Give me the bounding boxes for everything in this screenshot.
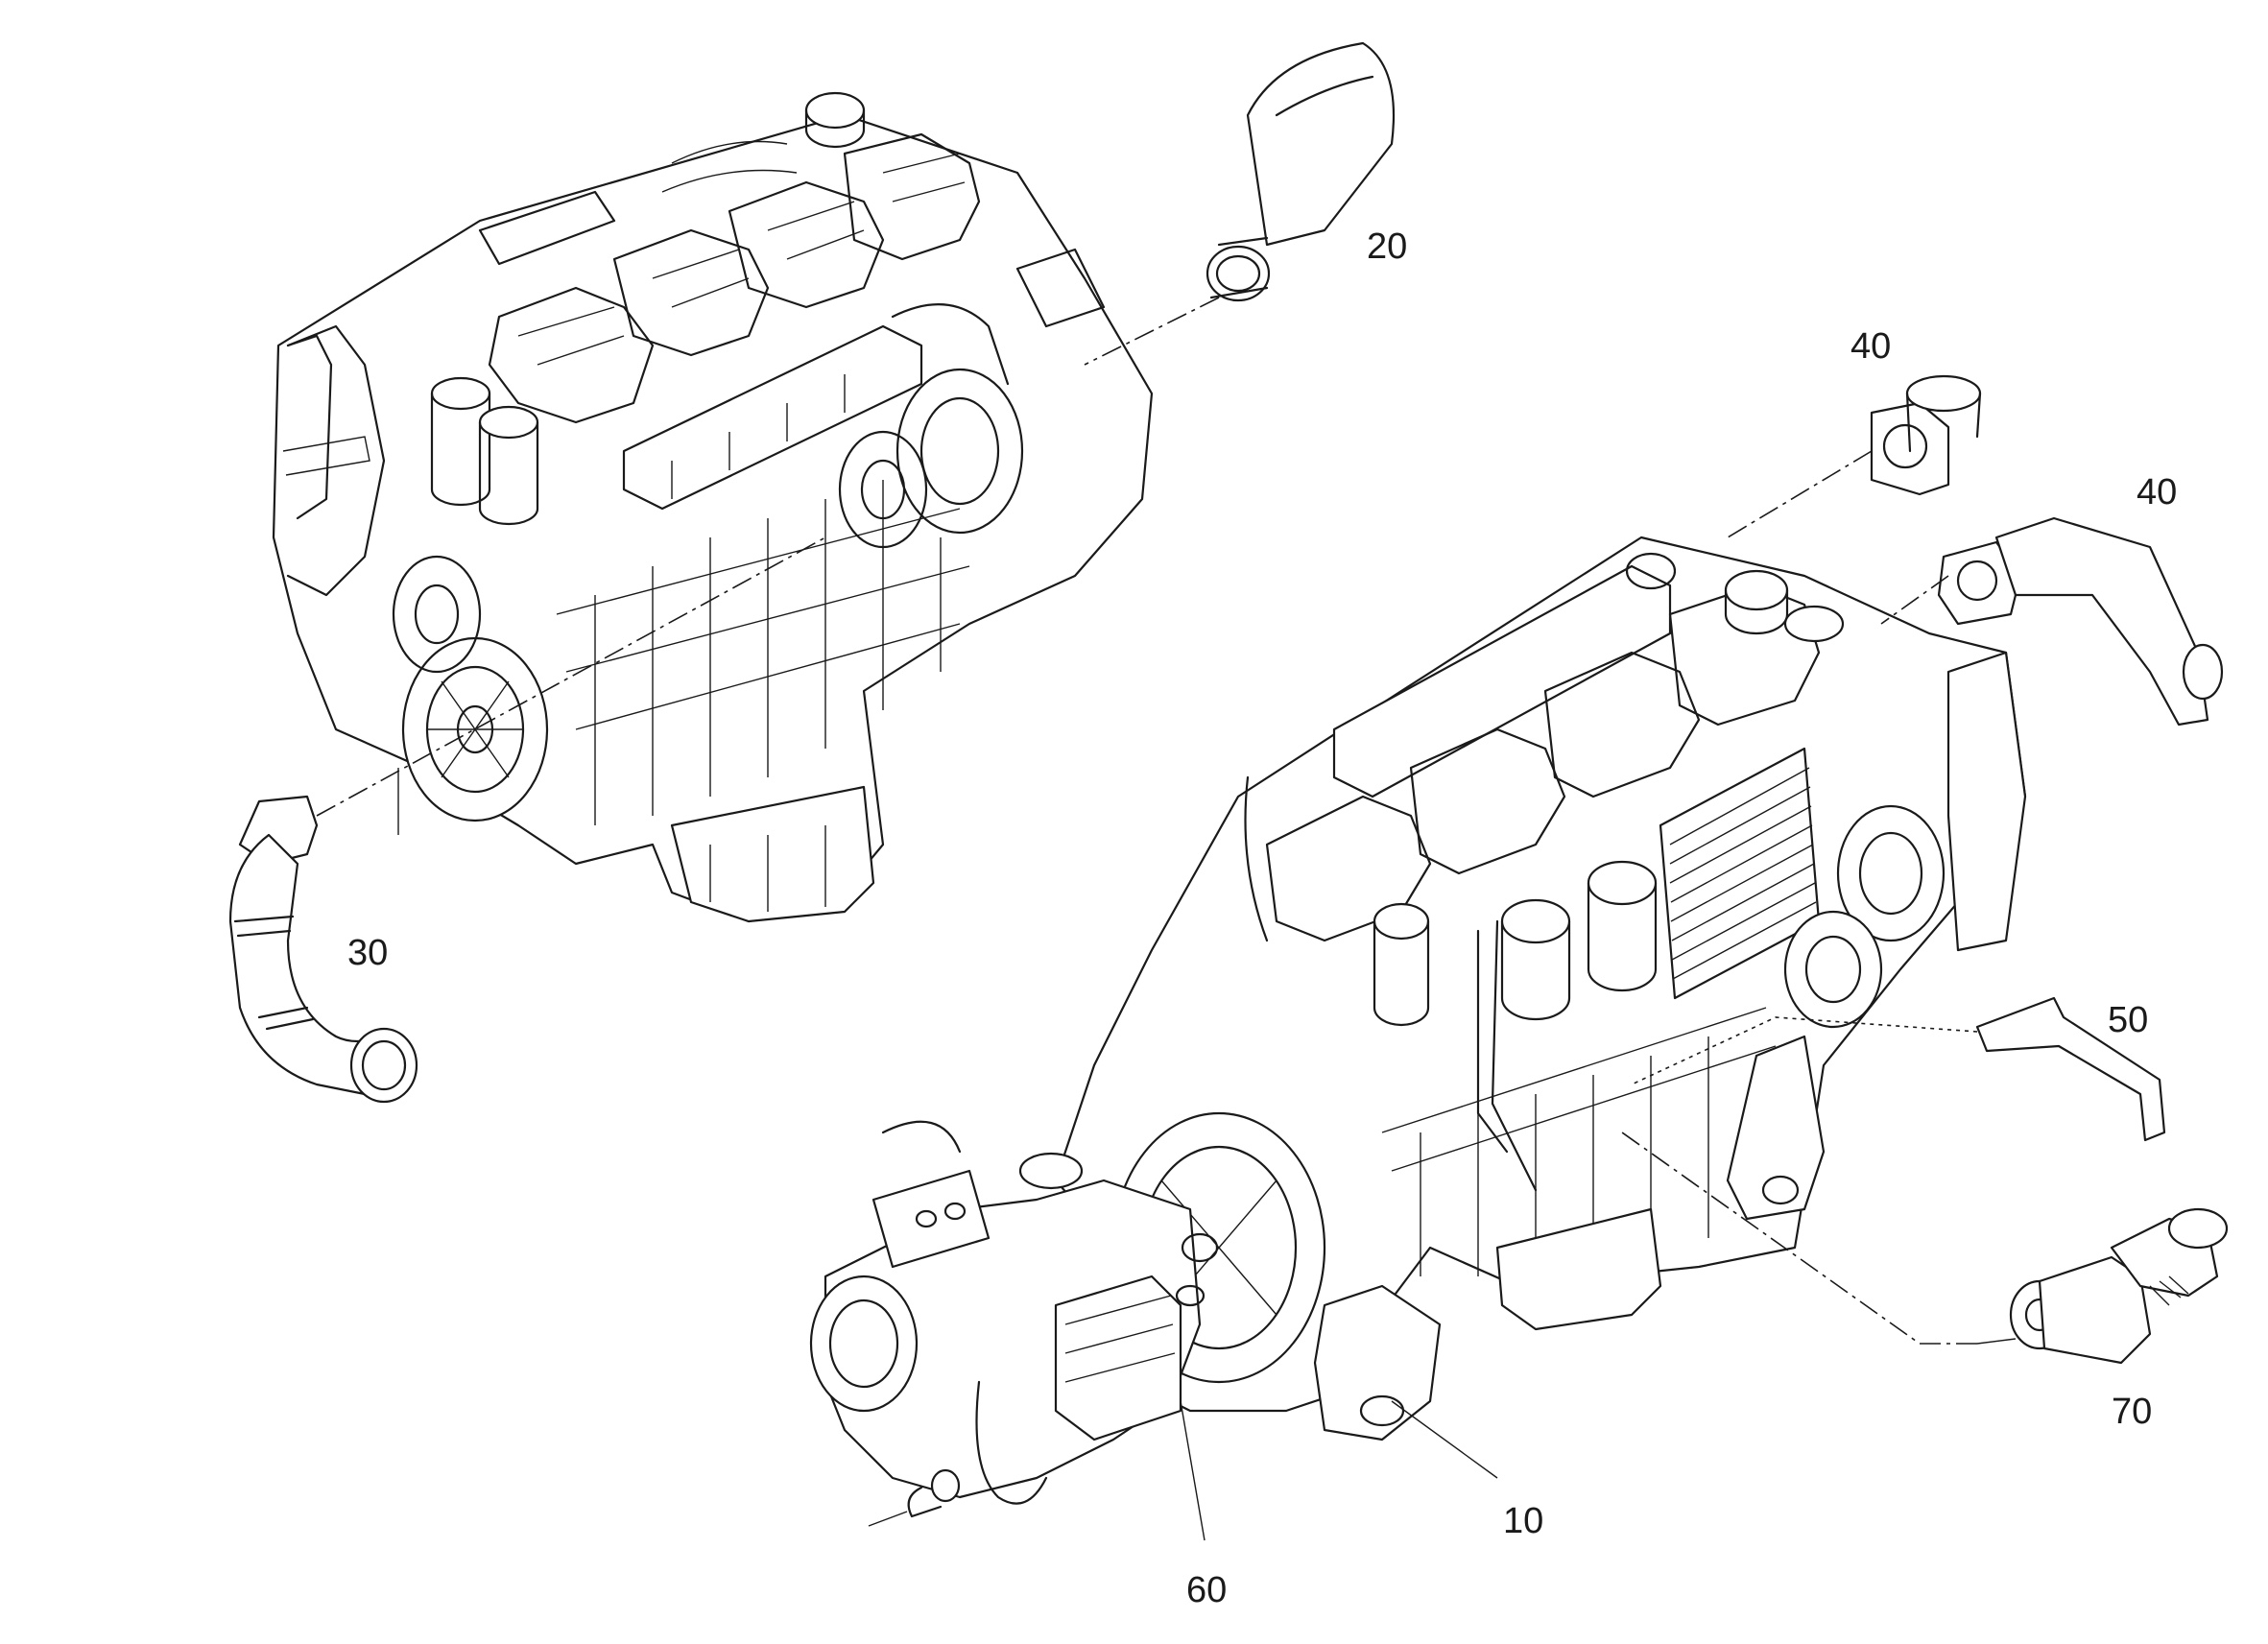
part-60-hydraulic-pump [809,1120,1219,1518]
part-40-elbow-pipe [1937,516,2224,727]
callout-10: 10 [1503,1501,1544,1541]
callout-60: 60 [1186,1570,1228,1610]
callout-70: 70 [2112,1392,2153,1432]
leader-lines [316,297,2017,1541]
callout-40-top: 40 [1850,326,1892,367]
part-70-starter-motor [2009,1207,2229,1365]
callout-40-right: 40 [2137,472,2178,512]
part-20-intake-hose [1206,41,1396,302]
part-50-bracket [1975,996,2166,1142]
part-40-flange [1870,374,1982,496]
part-30-coolant-pipe [228,795,418,1104]
callout-20: 20 [1367,226,1408,267]
part-10-main-engine [1054,536,2027,1441]
engine-rear-view [272,91,1154,923]
callout-30: 30 [347,933,389,973]
callout-50: 50 [2108,1000,2149,1040]
